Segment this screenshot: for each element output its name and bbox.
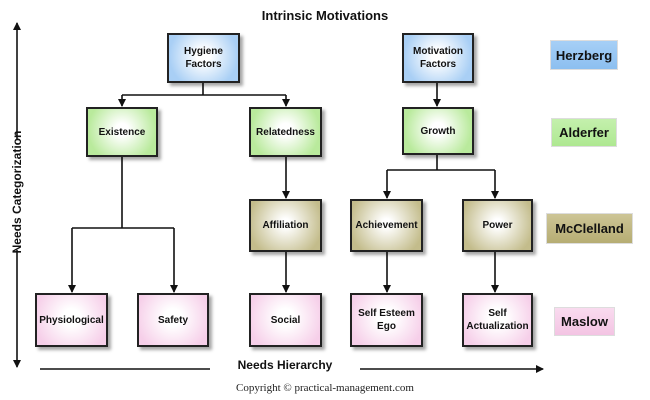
node-social: Social: [249, 293, 322, 347]
node-physiological: Physiological: [35, 293, 108, 347]
node-achievement-label: Achievement: [355, 220, 418, 231]
node-hygiene-factors-label: Hygiene Factors: [184, 46, 223, 70]
node-safety-label: Safety: [157, 314, 188, 326]
theory-label-alderfer: Alderfer: [551, 118, 617, 147]
node-self-actualization: Self Actualization: [462, 293, 533, 347]
horizontal-axis-label: Needs Hierarchy: [210, 358, 360, 372]
node-self-esteem-ego-label: Self Esteem Ego: [358, 308, 415, 332]
node-self-actualization-label: Self Actualization: [466, 308, 529, 332]
node-achievement: Achievement: [350, 199, 423, 252]
node-physiological-label: Physiological: [39, 314, 104, 326]
theory-label-herzberg: Herzberg: [550, 40, 618, 70]
theory-label-mcclelland: McClelland: [546, 213, 633, 244]
node-affiliation-label: Affiliation: [262, 220, 309, 231]
vertical-axis-label: Needs Categorization: [10, 130, 24, 254]
diagram-title: Intrinsic Motivations: [261, 8, 389, 23]
node-power-label: Power: [482, 220, 513, 231]
node-growth: Growth: [402, 107, 474, 155]
node-existence-label: Existence: [98, 126, 146, 138]
copyright-notice: Copyright © practical-management.com: [236, 382, 414, 394]
node-growth-label: Growth: [420, 125, 456, 137]
node-affiliation: Affiliation: [249, 199, 322, 252]
node-social-label: Social: [270, 314, 301, 326]
node-existence: Existence: [86, 107, 158, 157]
node-motivation-factors: Motivation Factors: [402, 33, 474, 83]
node-motivation-factors-label: Motivation Factors: [413, 46, 463, 70]
node-relatedness-label: Relatedness: [256, 126, 315, 138]
theory-label-maslow: Maslow: [554, 307, 615, 336]
node-self-esteem-ego: Self Esteem Ego: [350, 293, 423, 347]
node-safety: Safety: [137, 293, 209, 347]
node-relatedness: Relatedness: [249, 107, 322, 157]
node-power: Power: [462, 199, 533, 252]
node-hygiene-factors: Hygiene Factors: [167, 33, 240, 83]
